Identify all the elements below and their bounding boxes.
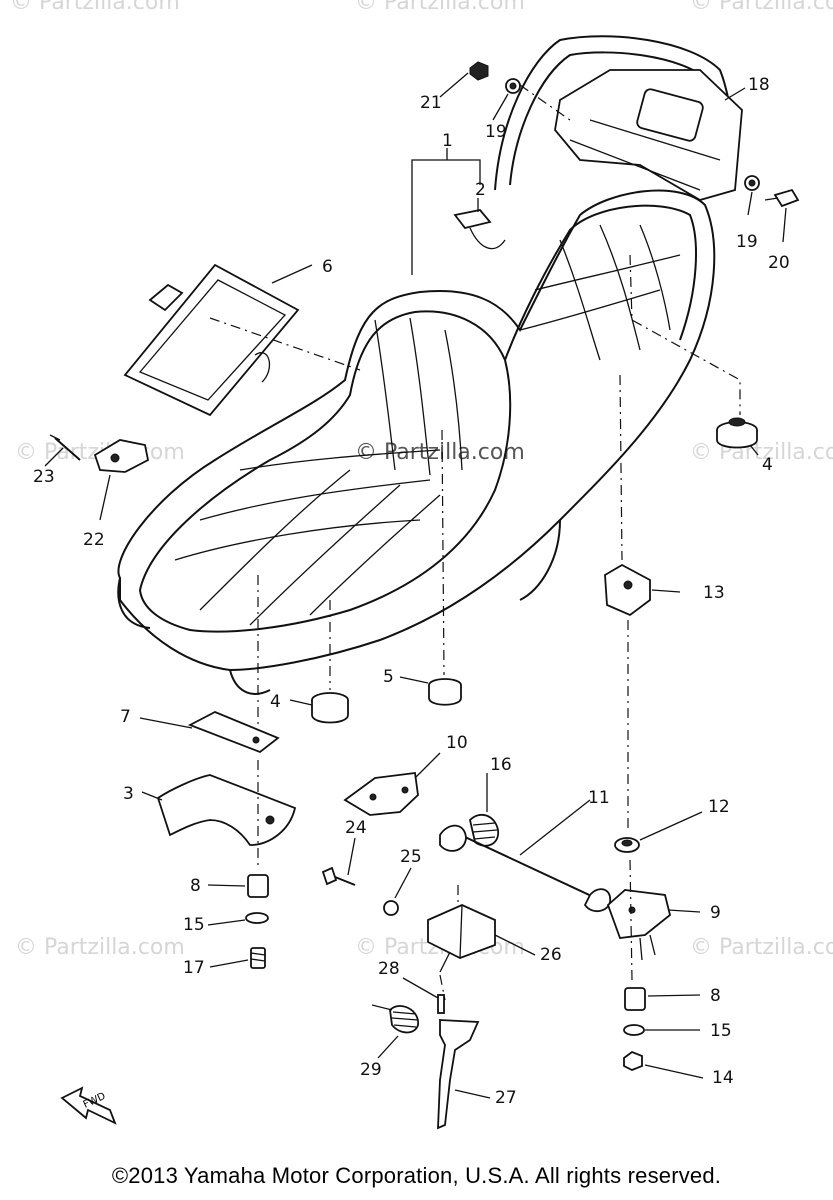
- callout-16: 16: [490, 755, 512, 775]
- bracket-13: [604, 563, 651, 617]
- callout-2: 2: [475, 180, 486, 200]
- plate-7: [187, 711, 280, 754]
- callout-29: 29: [360, 1060, 382, 1080]
- watermark: © Partzilla.com: [690, 0, 833, 15]
- damper-right: [716, 417, 758, 449]
- callout-22: 22: [83, 530, 105, 550]
- callout-14: 14: [712, 1068, 734, 1088]
- callout-1: 1: [442, 131, 453, 151]
- lock-26: [427, 904, 496, 973]
- grab-bar: [494, 35, 743, 201]
- callout-27: 27: [495, 1088, 517, 1108]
- bracket-9: [606, 889, 672, 961]
- watermark: © Partzilla.com: [690, 440, 833, 465]
- callout-21: 21: [420, 93, 442, 113]
- dampers-bottom: [311, 678, 462, 724]
- hardware-right-column: [614, 837, 646, 1071]
- callout-8-right: 8: [710, 986, 721, 1006]
- callout-23: 23: [33, 467, 55, 487]
- lever-27: [371, 994, 480, 1130]
- fwd-arrow-icon: FWD: [60, 1086, 117, 1125]
- leader-lines: [44, 72, 787, 1099]
- callout-25: 25: [400, 847, 422, 867]
- seat-lock: [49, 434, 150, 473]
- center-lines: [209, 84, 741, 1001]
- seat-assembly: [117, 189, 716, 695]
- callout-15-left: 15: [183, 915, 205, 935]
- callout-19-top: 19: [485, 122, 507, 142]
- callout-28: 28: [378, 959, 400, 979]
- callout-18: 18: [748, 75, 770, 95]
- watermark: © Partzilla.com: [15, 935, 185, 960]
- bracket-3: [156, 774, 297, 846]
- callout-24: 24: [345, 818, 367, 838]
- hardware-left-column: [245, 874, 269, 969]
- callout-labels: 1 2 3 4 4 5 6 7 8 8 9 10 11 12 13 14 15 …: [33, 75, 790, 1108]
- callout-9: 9: [710, 903, 721, 923]
- rod-11: [439, 824, 611, 912]
- callout-19-right: 19: [736, 232, 758, 252]
- callout-4-right: 4: [762, 455, 773, 475]
- callout-8-left: 8: [190, 876, 201, 896]
- watermark: © Partzilla.com: [10, 0, 180, 15]
- watermark: © Partzilla.com: [355, 0, 525, 15]
- callout-6: 6: [322, 257, 333, 277]
- callout-12: 12: [708, 797, 730, 817]
- callout-10: 10: [446, 733, 468, 753]
- callout-7: 7: [120, 707, 131, 727]
- watermark-center: © Partzilla.com: [355, 440, 525, 465]
- callout-11: 11: [588, 788, 610, 808]
- watermark: © Partzilla.com: [690, 935, 833, 960]
- callout-15-right: 15: [710, 1021, 732, 1041]
- callout-4-bottom: 4: [270, 692, 281, 712]
- callout-5: 5: [383, 667, 394, 687]
- callout-3: 3: [123, 784, 134, 804]
- hardware-top: [469, 61, 800, 208]
- bolt-24: [321, 866, 399, 916]
- callout-13: 13: [703, 583, 725, 603]
- callout-17: 17: [183, 958, 205, 978]
- callout-20: 20: [768, 253, 790, 273]
- copyright-footer: ©2013 Yamaha Motor Corporation, U.S.A. A…: [111, 1163, 722, 1188]
- callout-26: 26: [540, 945, 562, 965]
- bracket-10: [343, 771, 499, 847]
- tool-tray: [123, 263, 300, 417]
